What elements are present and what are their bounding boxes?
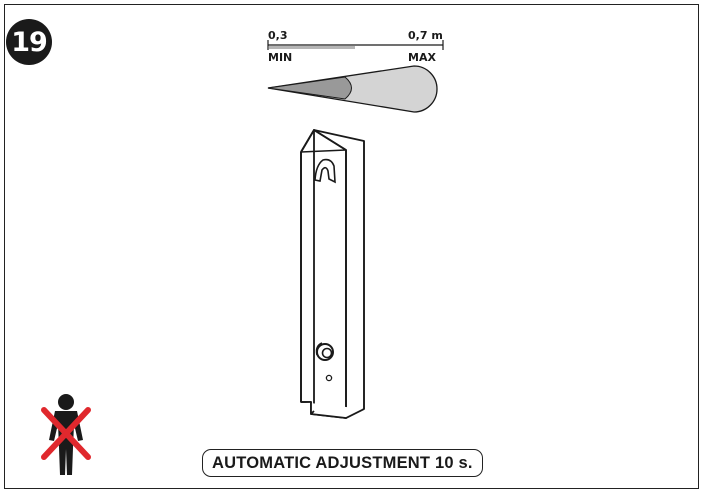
figure-frame: [4, 4, 699, 489]
figure-number: 19: [11, 26, 48, 58]
beam-cone-icon: [267, 65, 438, 113]
scale-min-value: 0,3: [268, 29, 288, 42]
sensor-lens-icon: [314, 158, 336, 184]
scale-max-value: 0,7 m: [408, 29, 443, 42]
scale-min-label: MIN: [268, 51, 293, 64]
range-scale-bar: [267, 40, 444, 50]
indicator-led-icon: [325, 374, 333, 382]
push-button-icon: [315, 342, 334, 361]
crossed-person-icon: [41, 394, 91, 475]
caption-box: AUTOMATIC ADJUSTMENT 10 s.: [202, 449, 483, 477]
scale-max-label: MAX: [408, 51, 436, 64]
caption-text: AUTOMATIC ADJUSTMENT 10 s.: [212, 453, 473, 472]
figure-number-badge: 19: [6, 19, 52, 65]
